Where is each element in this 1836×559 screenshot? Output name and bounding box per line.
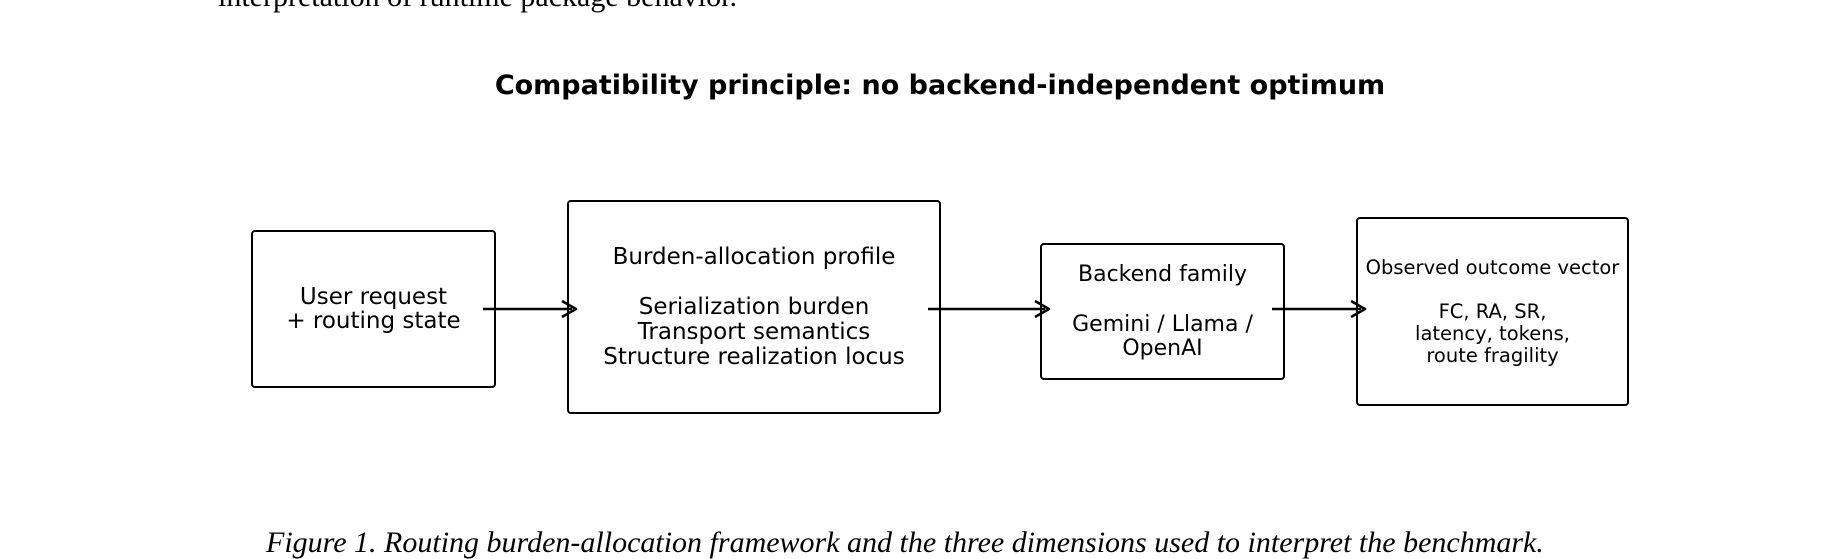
- node-heading: Observed outcome vector: [1365, 255, 1620, 279]
- preceding-paragraph-fragment: interpretation of runtime package behavi…: [218, 0, 737, 12]
- node-line: + routing state: [286, 308, 461, 334]
- node-line: FC, RA, SR,: [1438, 299, 1547, 323]
- edge-arrow-backend-to-outcome: [1272, 299, 1367, 319]
- node-user-request: User request + routing state: [251, 230, 496, 388]
- node-line: Structure realization locus: [603, 343, 905, 370]
- node-backend-family: Backend family Gemini / Llama / OpenAI: [1040, 243, 1285, 380]
- edge-arrow-burden-to-backend: [928, 299, 1051, 319]
- node-heading: Backend family: [1078, 261, 1247, 287]
- node-line: Gemini / Llama /: [1072, 311, 1253, 337]
- node-line: OpenAI: [1122, 335, 1203, 361]
- node-burden-allocation-profile: Burden-allocation profile Serialization …: [567, 200, 941, 414]
- node-observed-outcome-vector: Observed outcome vector FC, RA, SR, late…: [1356, 217, 1629, 406]
- node-line: Transport semantics: [637, 318, 871, 345]
- node-line: User request: [299, 284, 448, 310]
- node-line: latency, tokens,: [1415, 321, 1570, 345]
- node-heading: Burden-allocation profile: [612, 243, 896, 270]
- node-line: route fragility: [1426, 343, 1559, 367]
- edge-layer: [483, 299, 1367, 319]
- node-line: Serialization burden: [638, 293, 870, 320]
- edge-arrow-request-to-burden: [483, 299, 578, 319]
- diagram-title: Compatibility principle: no backend-inde…: [494, 70, 1386, 101]
- figure-caption-fragment: Figure 1. Routing burden-allocation fram…: [266, 526, 1544, 559]
